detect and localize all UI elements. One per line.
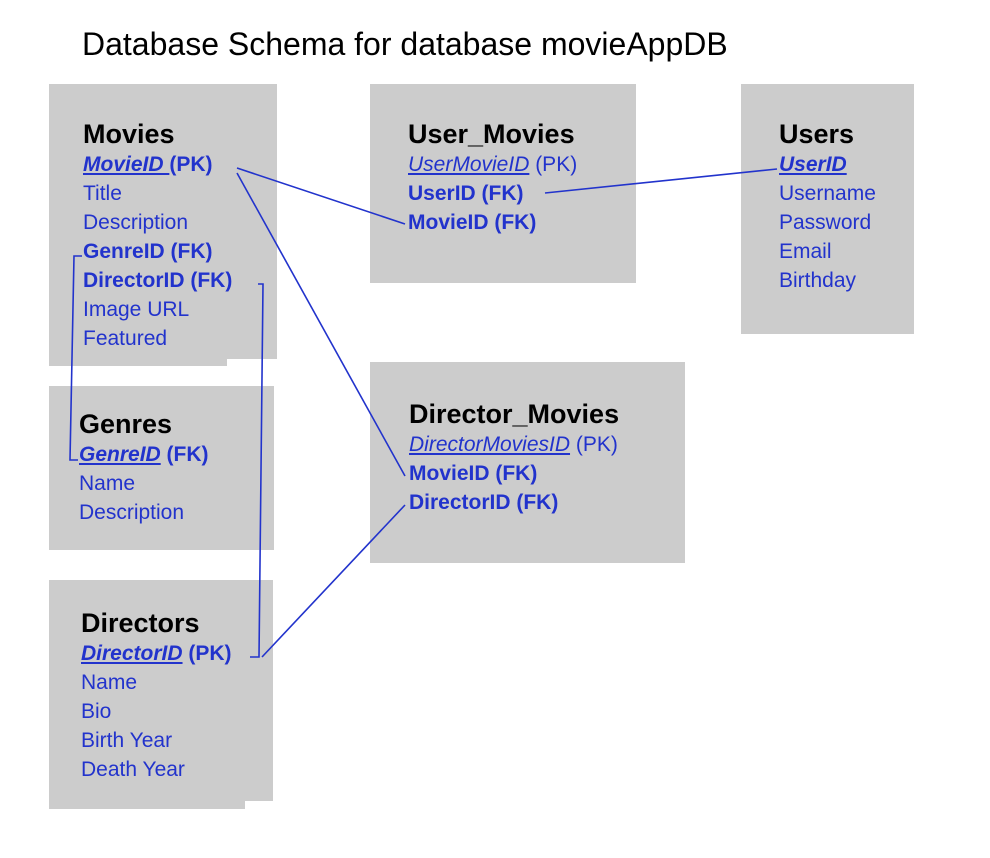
field-title: Title (83, 182, 122, 205)
field-userid-pk: UserID (779, 153, 847, 176)
table-name-genres: Genres (79, 409, 173, 439)
field-description: Description (83, 211, 189, 234)
field-death-year: Death Year (81, 758, 185, 781)
field-directorid-fk: DirectorID (FK) (409, 491, 559, 514)
field-userid-fk: UserID (FK) (408, 182, 524, 205)
field-email: Email (779, 240, 832, 263)
table-name-movies: Movies (83, 119, 175, 149)
table-director-movies (370, 362, 685, 563)
field-password: Password (779, 211, 872, 234)
box-notch (227, 359, 277, 367)
table-name-users: Users (779, 119, 855, 149)
field-bio: Bio (81, 700, 112, 723)
field-name: Name (81, 671, 138, 694)
field-movieid-fk: MovieID (FK) (409, 462, 538, 485)
field-birthday: Birthday (779, 269, 857, 292)
field-genreid: GenreID (FK) (79, 443, 209, 466)
field-directorid-fk: DirectorID (FK) (83, 269, 233, 292)
field-name: Name (79, 472, 136, 495)
field-movieid-fk: MovieID (FK) (408, 211, 537, 234)
field-description: Description (79, 501, 185, 524)
field-directorid-pk: DirectorID (PK) (81, 642, 232, 665)
table-name-directors: Directors (81, 608, 200, 638)
table-directors (49, 580, 273, 809)
field-directormoviesid-pk: DirectorMoviesID (PK) (409, 433, 618, 456)
field-movieid-pk: MovieID (PK) (83, 153, 213, 176)
field-featured: Featured (83, 327, 168, 350)
table-name-director-movies: Director_Movies (409, 399, 620, 429)
box-notch (245, 801, 273, 809)
table-users (741, 84, 914, 334)
field-birth-year: Birth Year (81, 729, 173, 752)
field-username: Username (779, 182, 876, 205)
field-image-url: Image URL (83, 298, 190, 321)
box-notch-fill (49, 359, 227, 366)
diagram-title: Database Schema for database movieAppDB (82, 26, 728, 62)
field-usermovieid-pk: UserMovieID (PK) (408, 153, 578, 176)
table-name-user-movies: User_Movies (408, 119, 575, 149)
field-genreid-fk: GenreID (FK) (83, 240, 213, 263)
